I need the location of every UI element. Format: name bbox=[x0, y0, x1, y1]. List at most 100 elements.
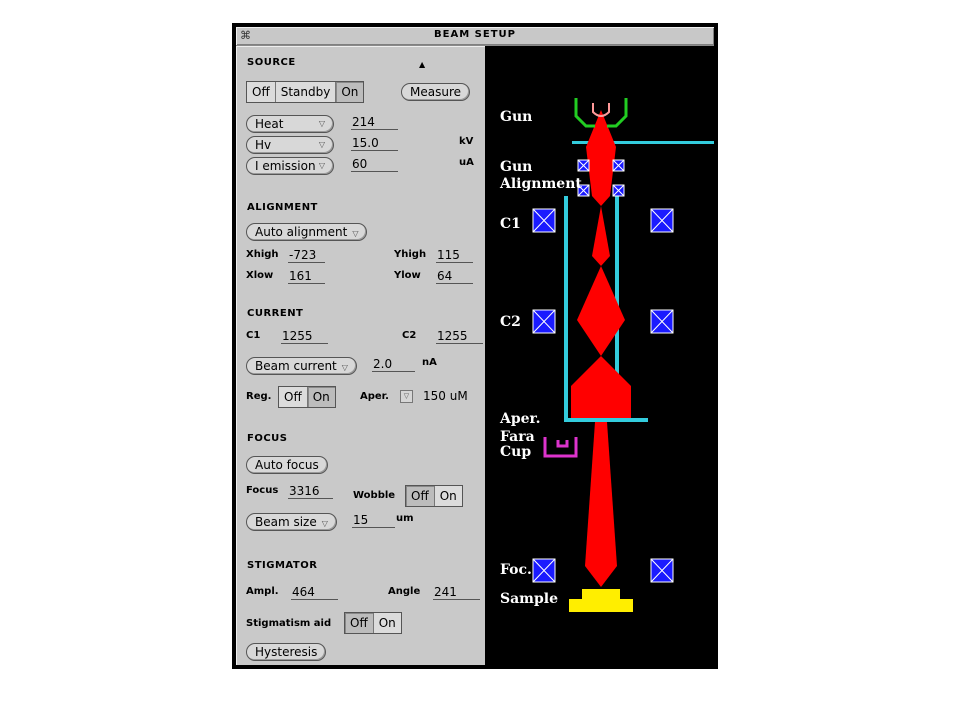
wobble-off-button[interactable]: Off bbox=[406, 486, 435, 506]
dropdown-arrow-icon: ▽ bbox=[352, 229, 359, 238]
ampl-label: Ampl. bbox=[246, 586, 279, 597]
coil-cross bbox=[650, 208, 674, 233]
c1-label: C1 bbox=[246, 330, 261, 341]
beam-current-dropdown[interactable]: Beam current▽ bbox=[246, 357, 357, 375]
foc-lens-label: Foc. bbox=[500, 562, 532, 578]
beam-c1-segment bbox=[592, 206, 610, 266]
coil-cross bbox=[612, 159, 625, 172]
focus-heading: FOCUS bbox=[247, 433, 288, 444]
heat-label: Heat bbox=[255, 117, 284, 131]
collapse-arrow-icon[interactable]: ▲ bbox=[419, 60, 426, 69]
aperture-plate-right bbox=[608, 418, 648, 422]
wobble-on-button[interactable]: On bbox=[434, 486, 462, 506]
gun-alignment-plate bbox=[572, 141, 714, 144]
reg-selector: Off On bbox=[278, 386, 336, 408]
column-diagram: Gun Gun Alignment C1 C2 Aper. Fara Cup F… bbox=[485, 46, 714, 665]
sample-stage bbox=[569, 589, 633, 612]
reg-off-button[interactable]: Off bbox=[279, 387, 308, 407]
stigmatism-aid-on-button[interactable]: On bbox=[373, 613, 401, 633]
gun-label: Gun bbox=[500, 109, 533, 125]
c2-label: C2 bbox=[402, 330, 417, 341]
stigmatism-aid-label: Stigmatism aid bbox=[246, 618, 332, 629]
beam-size-input[interactable]: 15 bbox=[352, 513, 395, 528]
xlow-label: Xlow bbox=[246, 270, 274, 281]
xhigh-input[interactable]: -723 bbox=[288, 248, 325, 263]
aper-label: Aper. bbox=[360, 391, 389, 402]
emission-unit: uA bbox=[459, 157, 474, 168]
title-bar[interactable]: ⌘ BEAM SETUP bbox=[236, 27, 714, 46]
angle-input[interactable]: 241 bbox=[433, 585, 480, 600]
alignment-heading: ALIGNMENT bbox=[247, 202, 318, 213]
beam-current-label: Beam current bbox=[255, 359, 337, 373]
source-on-button[interactable]: On bbox=[336, 82, 364, 102]
ampl-input[interactable]: 464 bbox=[291, 585, 338, 600]
beam-setup-window: ⌘ BEAM SETUP SOURCE ▲ Off Standby On Mea… bbox=[232, 23, 718, 669]
coil-cross bbox=[532, 208, 556, 233]
window-menu-icon[interactable]: ⌘ bbox=[240, 29, 251, 42]
beam-current-unit: nA bbox=[422, 357, 437, 368]
aper-dropdown-arrow-icon[interactable]: ▽ bbox=[400, 390, 413, 403]
stigmator-heading: STIGMATOR bbox=[247, 560, 318, 571]
reg-label: Reg. bbox=[246, 391, 272, 402]
coil-cross bbox=[532, 309, 556, 334]
stigmatism-aid-off-button[interactable]: Off bbox=[345, 613, 374, 633]
emission-input[interactable]: 60 bbox=[351, 157, 398, 172]
beam-current-input[interactable]: 2.0 bbox=[372, 357, 415, 372]
coil-cross bbox=[612, 184, 625, 197]
emission-label: I emission bbox=[255, 159, 316, 173]
hv-label: Hv bbox=[255, 138, 272, 152]
sample-label: Sample bbox=[500, 591, 559, 607]
focus-input[interactable]: 3316 bbox=[288, 484, 333, 499]
lens-coils bbox=[532, 208, 674, 583]
gun-icon bbox=[574, 98, 628, 128]
yhigh-input[interactable]: 115 bbox=[436, 248, 473, 263]
reg-on-button[interactable]: On bbox=[307, 387, 335, 407]
column-wall-left bbox=[564, 196, 568, 418]
heat-dropdown[interactable]: Heat▽ bbox=[246, 115, 334, 133]
faraday-cup-label-line2: Cup bbox=[500, 444, 532, 460]
stigmatism-aid-selector: Off On bbox=[344, 612, 402, 634]
coil-cross bbox=[532, 558, 556, 583]
source-standby-button[interactable]: Standby bbox=[275, 82, 337, 102]
hv-dropdown[interactable]: Hv ▽ bbox=[246, 136, 334, 154]
dropdown-arrow-icon: ▽ bbox=[318, 140, 325, 149]
hv-unit: kV bbox=[459, 136, 474, 147]
beam-size-dropdown[interactable]: Beam size▽ bbox=[246, 513, 337, 531]
hv-input[interactable]: 15.0 bbox=[351, 136, 398, 151]
yhigh-label: Yhigh bbox=[394, 249, 427, 260]
auto-alignment-dropdown[interactable]: Auto alignment ▽ bbox=[246, 223, 368, 241]
beam-gun-segment bbox=[586, 110, 616, 206]
c2-lens-label: C2 bbox=[500, 314, 521, 330]
emission-dropdown[interactable]: I emission▽ bbox=[246, 157, 334, 175]
dropdown-arrow-icon: ▽ bbox=[318, 161, 325, 170]
c2-input[interactable]: 1255 bbox=[436, 329, 483, 344]
beam-size-label: Beam size bbox=[255, 515, 317, 529]
angle-label: Angle bbox=[388, 586, 421, 597]
source-off-button[interactable]: Off bbox=[247, 82, 276, 102]
c1-input[interactable]: 1255 bbox=[281, 329, 328, 344]
sample-base bbox=[569, 599, 633, 612]
xlow-input[interactable]: 161 bbox=[288, 269, 325, 284]
coil-cross bbox=[577, 184, 590, 197]
heat-input[interactable]: 214 bbox=[351, 115, 398, 130]
beam-aperture-segment bbox=[571, 356, 631, 418]
beam-c2-segment bbox=[577, 266, 625, 356]
beam bbox=[571, 110, 631, 587]
source-heading: SOURCE bbox=[247, 57, 296, 68]
aperture-plate-left bbox=[564, 418, 608, 422]
gun-alignment-label-line1: Gun bbox=[500, 159, 533, 175]
auto-alignment-label: Auto alignment bbox=[255, 225, 348, 239]
hysteresis-button[interactable]: Hysteresis bbox=[246, 643, 327, 661]
gun-housing bbox=[574, 98, 628, 128]
measure-button[interactable]: Measure bbox=[401, 83, 470, 101]
xhigh-label: Xhigh bbox=[246, 249, 279, 260]
sample-top bbox=[582, 589, 620, 599]
aperture-label: Aper. bbox=[500, 411, 541, 427]
faraday-cup-label-line1: Fara bbox=[500, 429, 535, 445]
ylow-input[interactable]: 64 bbox=[436, 269, 473, 284]
focus-label: Focus bbox=[246, 485, 279, 496]
ylow-label: Ylow bbox=[394, 270, 421, 281]
beam-focus-segment bbox=[585, 422, 617, 587]
auto-focus-button[interactable]: Auto focus bbox=[246, 456, 328, 474]
gun-alignment-label-line2: Alignment bbox=[500, 176, 582, 192]
